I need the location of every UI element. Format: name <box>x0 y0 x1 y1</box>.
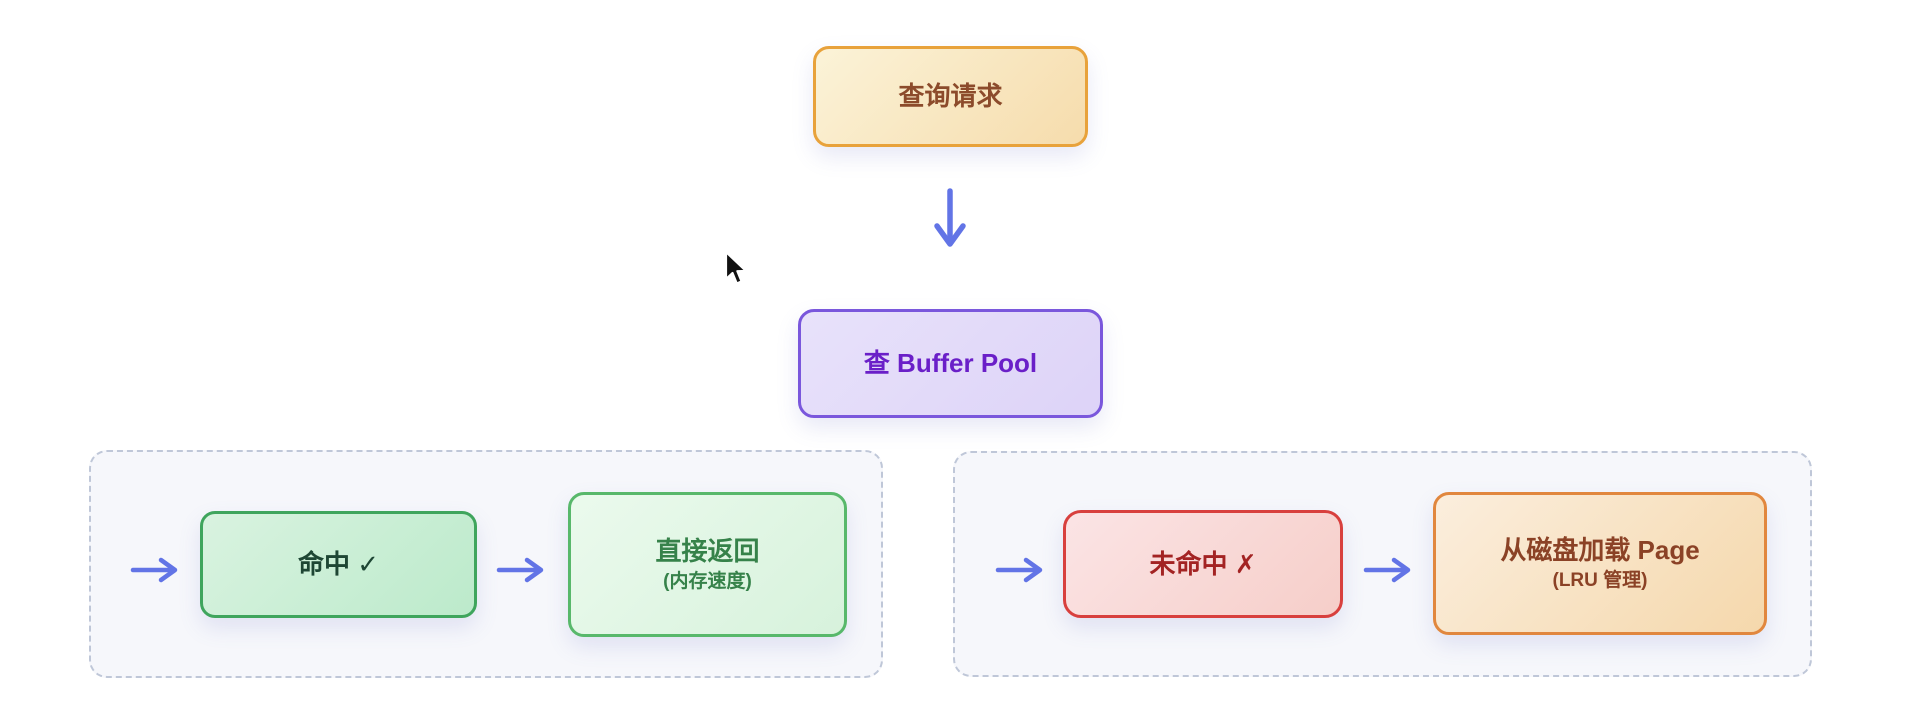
arrow-right-icon <box>496 556 546 584</box>
mouse-cursor-icon <box>722 250 749 290</box>
node-direct-return-sublabel: (内存速度) <box>663 570 752 592</box>
node-miss: 未命中 ✗ <box>1063 510 1343 618</box>
node-disk-load: 从磁盘加载 Page (LRU 管理) <box>1433 492 1767 635</box>
node-buffer-pool-label: 查 Buffer Pool <box>863 348 1038 379</box>
arrow-right-icon <box>1363 556 1413 584</box>
node-disk-load-sublabel: (LRU 管理) <box>1552 569 1648 591</box>
arrow-right-icon <box>130 556 180 584</box>
node-query-request-label: 查询请求 <box>898 81 1003 112</box>
node-query-request: 查询请求 <box>813 46 1088 147</box>
node-direct-return-label: 直接返回 <box>655 536 760 567</box>
node-direct-return: 直接返回 (内存速度) <box>568 492 847 637</box>
node-hit-label: 命中 ✓ <box>297 549 379 580</box>
node-buffer-pool: 查 Buffer Pool <box>798 309 1103 418</box>
node-miss-label: 未命中 ✗ <box>1149 548 1257 579</box>
arrow-right-icon <box>995 556 1045 584</box>
node-hit: 命中 ✓ <box>200 511 477 618</box>
node-disk-load-label: 从磁盘加载 Page <box>1500 535 1700 566</box>
arrow-down-icon <box>933 188 967 252</box>
